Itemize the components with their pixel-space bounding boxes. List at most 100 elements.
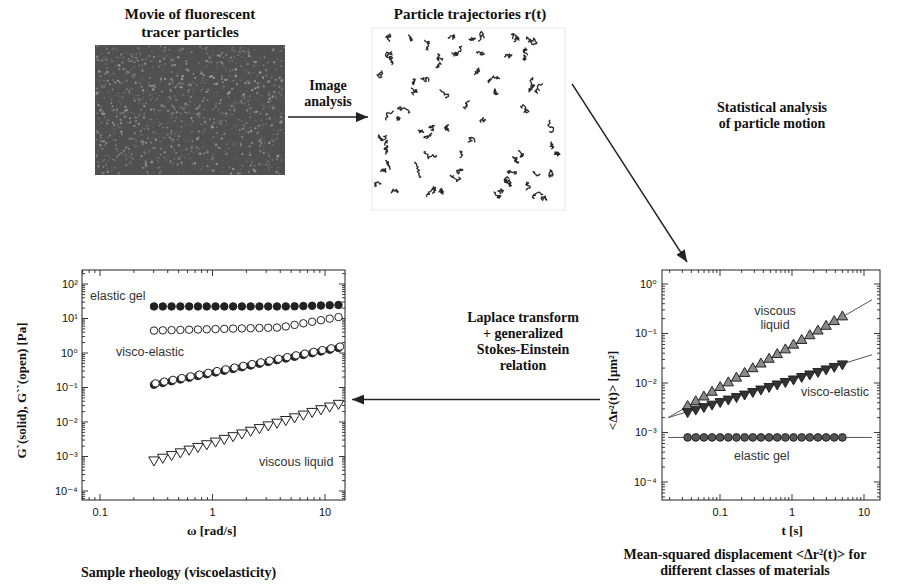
tracer-speck [181,70,182,71]
axis-tick [877,298,880,299]
tracer-speck [162,116,163,117]
tick-label: 10⁻² [56,416,78,429]
axis-tick [291,497,292,500]
particle-trajectory [377,71,382,78]
tracer-speck [196,71,198,73]
tracer-speck [188,140,190,142]
tracer-speck [174,108,176,110]
tracer-speck [270,110,271,111]
axis-tick [716,270,717,273]
tracer-speck [265,164,267,166]
tracer-speck [184,111,185,112]
axis-tick [82,432,85,433]
tracer-speck [134,114,135,115]
tracer-speck [231,128,232,129]
tracer-speck [277,167,278,168]
tracer-speck [110,59,111,60]
tracer-speck [167,170,168,171]
tracer-speck [270,76,272,78]
axis-tick [877,286,880,287]
tracer-speck [112,159,113,160]
tracer-speck [163,99,164,100]
tracer-speck [168,70,169,71]
tracer-speck [179,112,181,114]
tracer-speck [240,100,242,102]
axis-tick [342,291,345,292]
axis-tick [82,328,85,329]
tracer-speck [105,164,107,166]
tracer-speck [122,46,124,48]
tracer-speck [180,106,181,107]
tracer-speck [159,77,161,79]
axis-tick [662,298,665,299]
tracer-speck [189,112,191,114]
tracer-speck [165,159,166,160]
tracer-speck [233,105,234,106]
tracer-speck [110,123,111,124]
axis-tick [339,387,345,388]
tracer-speck [196,138,198,140]
tracer-speck [279,108,281,110]
tracer-speck [141,67,143,69]
tracer-speck [231,46,233,48]
tracer-speck [204,117,206,119]
tick-label: 10¹ [62,312,78,325]
storage-modulus-point [335,301,342,308]
tracer-speck [101,93,102,94]
tracer-speck [257,82,260,85]
tracer-speck [246,162,247,163]
tracer-speck [260,86,262,88]
tracer-speck [200,82,202,84]
tracer-speck [193,152,195,154]
tracer-speck [126,52,127,53]
tick-label: 0.1 [93,506,108,519]
trajectory-field [372,28,565,210]
tracer-speck [213,77,215,79]
tracer-speck [100,141,102,143]
axis-tick [325,270,326,276]
tracer-speck [180,126,182,128]
tracer-speck [207,159,208,160]
tracer-speck [237,47,239,49]
tracer-speck [153,56,155,58]
axis-tick [300,497,301,500]
tracer-speck [228,96,229,97]
tracer-speck [136,57,137,58]
tracer-speck [178,144,180,146]
particle-trajectory [386,34,391,42]
tracer-speck [239,51,241,53]
tracer-speck [207,123,208,124]
axis-tick [187,497,188,500]
tracer-speck [277,155,280,158]
tracer-speck [133,97,135,99]
particle-trajectory [386,56,393,64]
tracer-speck [141,64,143,66]
particle-trajectory [450,175,460,182]
axis-tick [342,390,345,391]
tracer-speck [176,111,178,113]
tracer-speck [182,47,184,49]
tracer-speck [187,53,189,55]
axis-tick [877,385,880,386]
tracer-speck [210,75,213,78]
axis-tick [187,270,188,273]
tracer-speck [106,140,107,141]
axis-tick [82,284,88,285]
axis-tick [82,429,85,430]
loss-modulus-point [178,374,185,381]
tracer-speck [173,149,174,150]
tracer-speck [199,46,201,48]
tracer-speck [164,78,166,80]
tracer-speck [161,57,164,60]
tracer-speck [274,50,275,51]
tracer-speck [281,78,283,80]
tracer-speck [132,62,133,63]
tracer-speck [141,143,143,145]
tracer-speck [177,73,178,74]
tracer-speck [217,120,218,121]
tracer-speck [155,138,157,140]
tracer-speck [174,151,176,153]
tick-label: 10⁻¹ [56,381,78,394]
axis-tick [212,494,213,500]
tracer-speck [141,169,142,170]
